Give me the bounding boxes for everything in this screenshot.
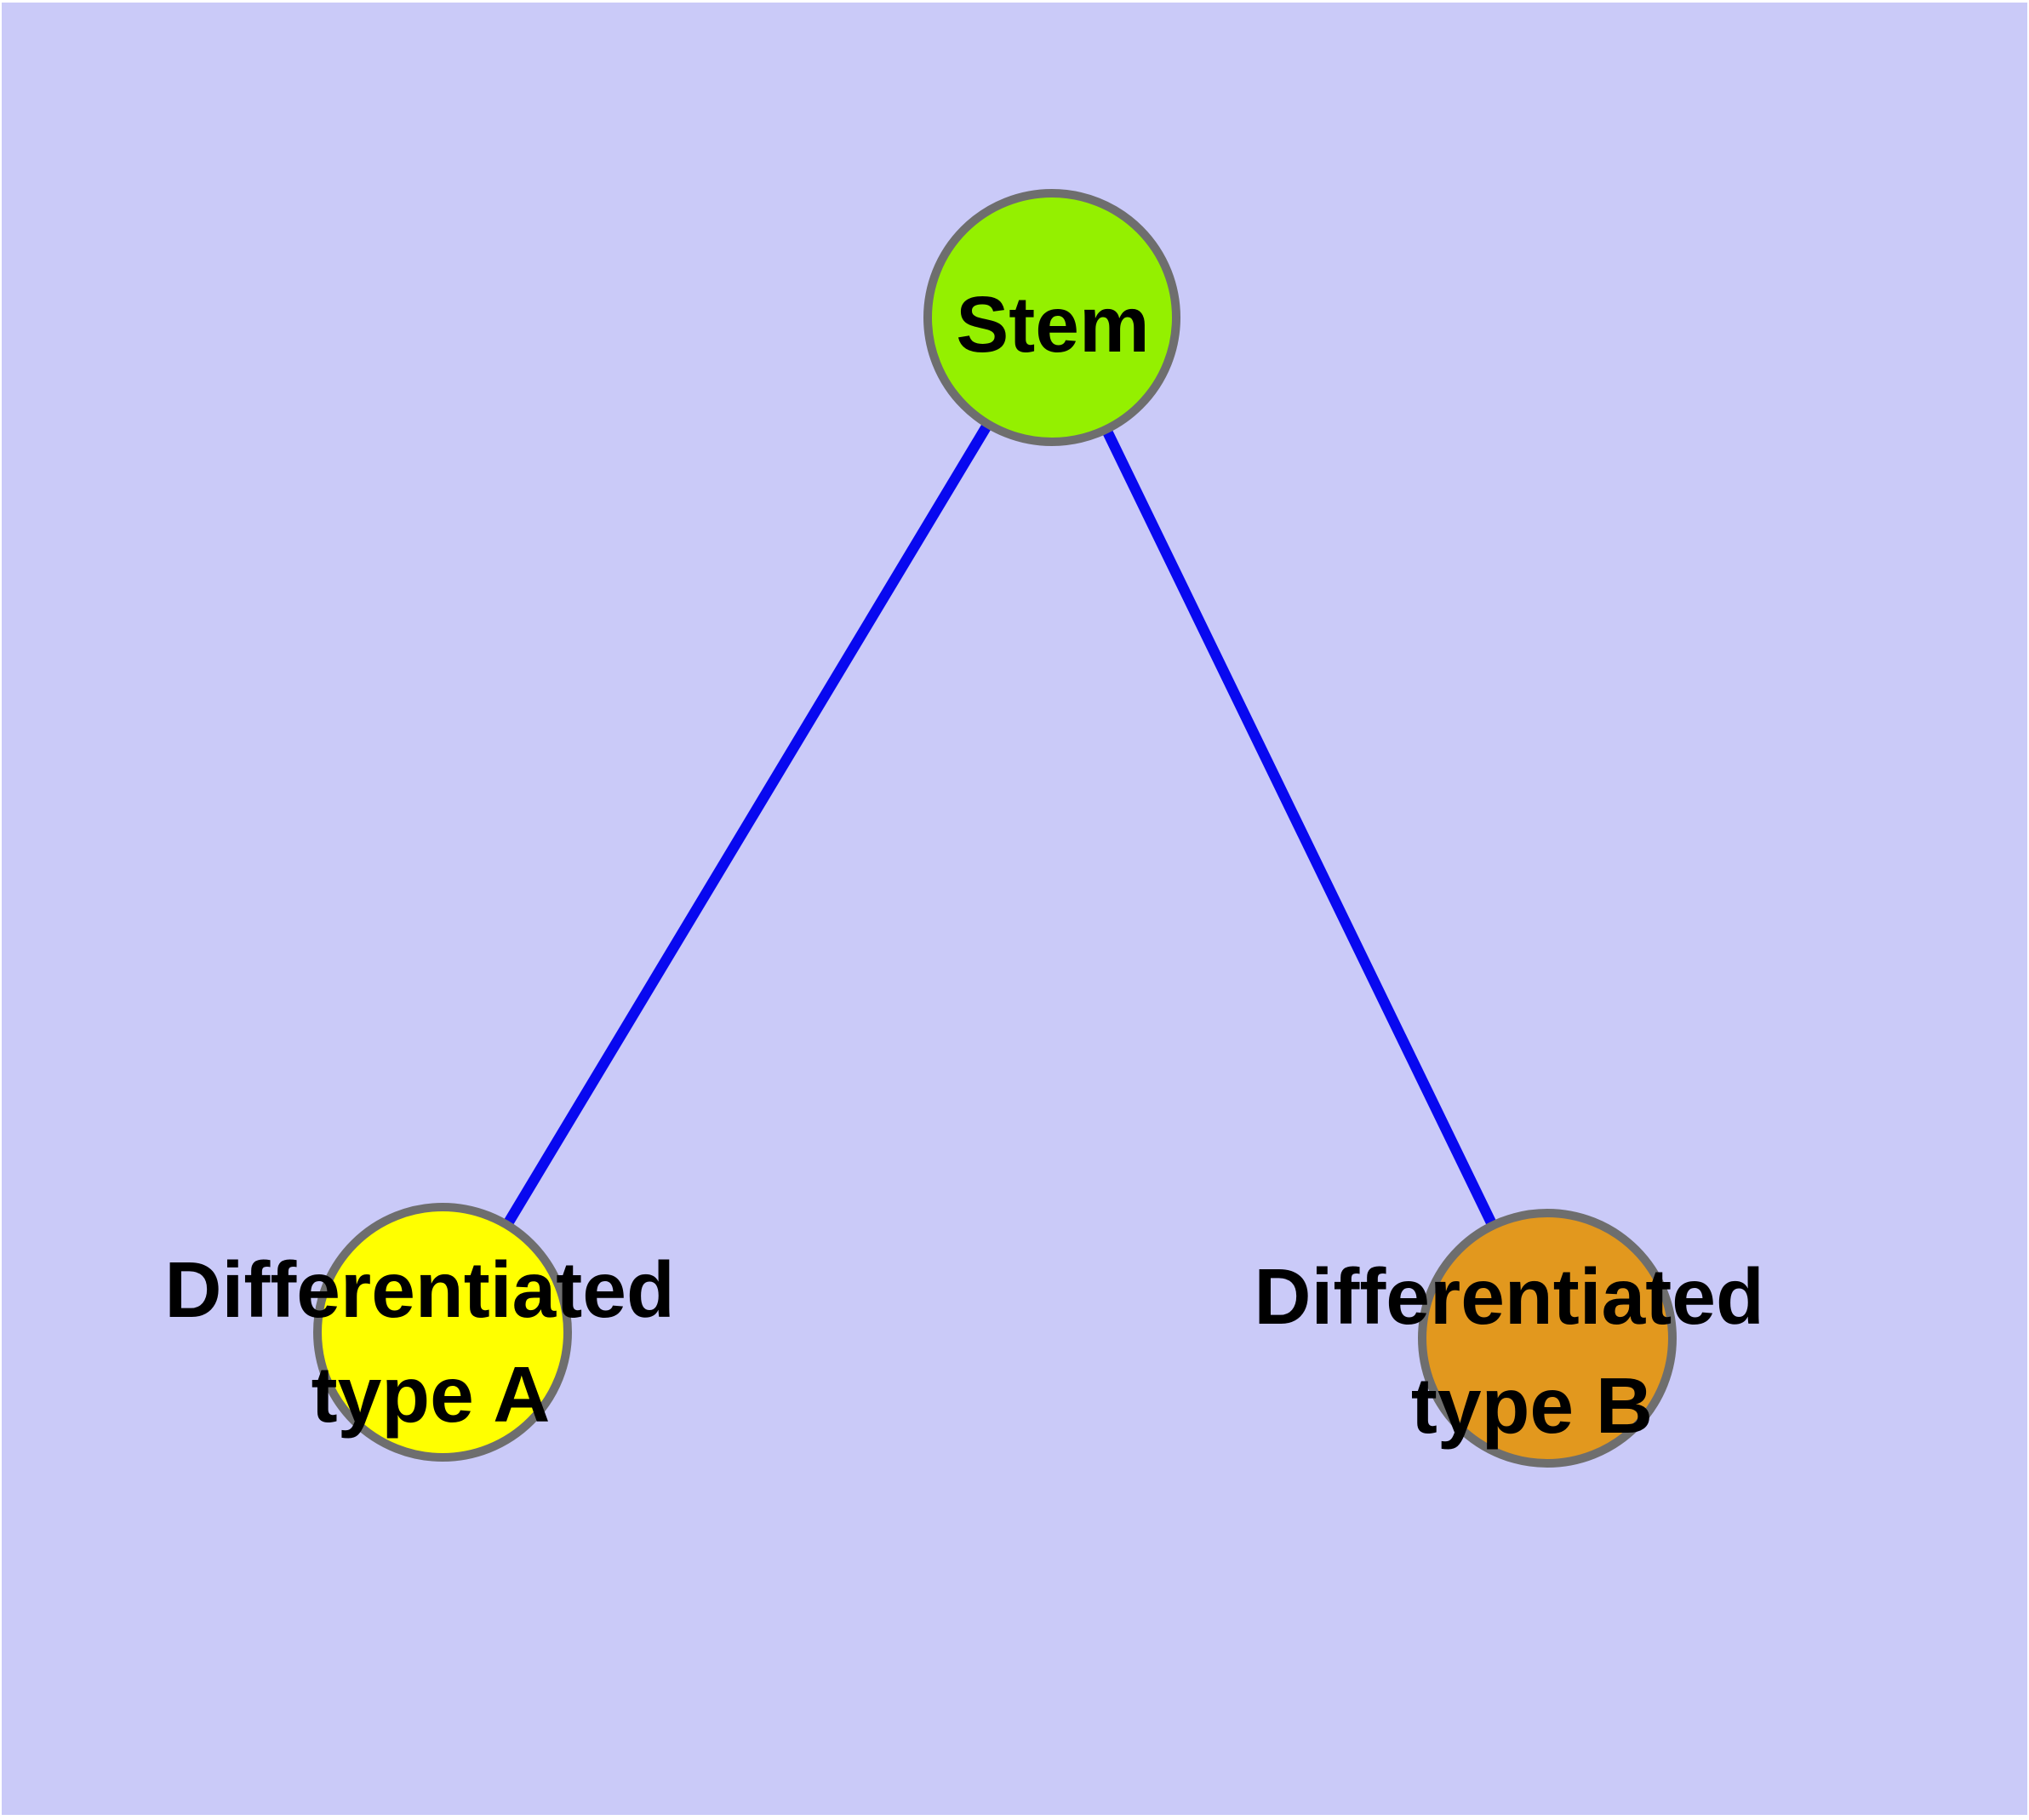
edge-stem-to-differentiated-type-b — [1047, 315, 1552, 1341]
node-differentiated-type-b-label-line-1: Differentiated — [1254, 1252, 1763, 1341]
node-differentiated-type-b-label: Differentiated type B — [1254, 1252, 1786, 1450]
node-stem-label: Stem — [956, 280, 1149, 369]
node-stem — [923, 189, 1180, 446]
node-differentiated-type-a — [313, 1203, 572, 1462]
edge-stem-to-differentiated-type-a — [437, 314, 1057, 1336]
node-differentiated-type-a-label: Differentiated type A — [164, 1245, 696, 1439]
node-differentiated-type-a-label-line-2: type A — [311, 1350, 551, 1439]
node-differentiated-type-b — [1418, 1209, 1677, 1468]
node-differentiated-type-a-label-line-1: Differentiated — [164, 1245, 674, 1334]
node-differentiated-type-b-label-line-2: type B — [1411, 1361, 1653, 1450]
